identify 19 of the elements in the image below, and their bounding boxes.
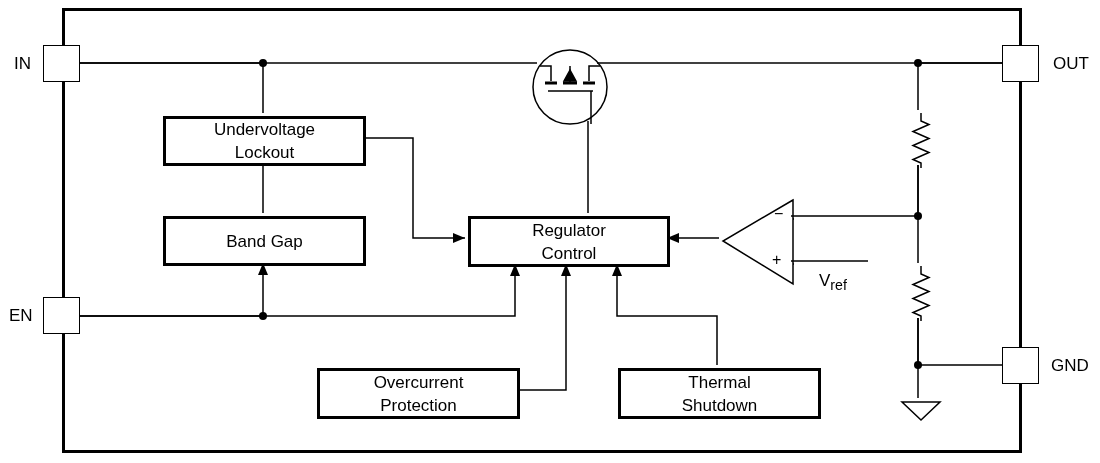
function-block: Undervoltage Lockout [163, 116, 366, 166]
input-sign: − [774, 205, 784, 223]
pin-label: IN [14, 54, 31, 74]
input-sign: + [772, 251, 782, 269]
connector-line [917, 317, 919, 399]
function-block: Thermal Shutdown [618, 368, 821, 419]
function-block: Band Gap [163, 216, 366, 266]
function-block: Overcurrent Protection [317, 368, 520, 419]
connector-line [790, 260, 869, 262]
reference-voltage-label: V$_{ref}$ [809, 265, 869, 295]
chip-outline [62, 8, 1022, 453]
pin-label: EN [9, 306, 33, 326]
connector-line [587, 120, 589, 214]
connector-line [917, 164, 919, 264]
connector-line [79, 62, 264, 114]
connector-line [917, 62, 1003, 111]
function-block: Regulator Control [468, 216, 670, 267]
pin-label: GND [1051, 356, 1089, 376]
pin-label: OUT [1053, 54, 1089, 74]
